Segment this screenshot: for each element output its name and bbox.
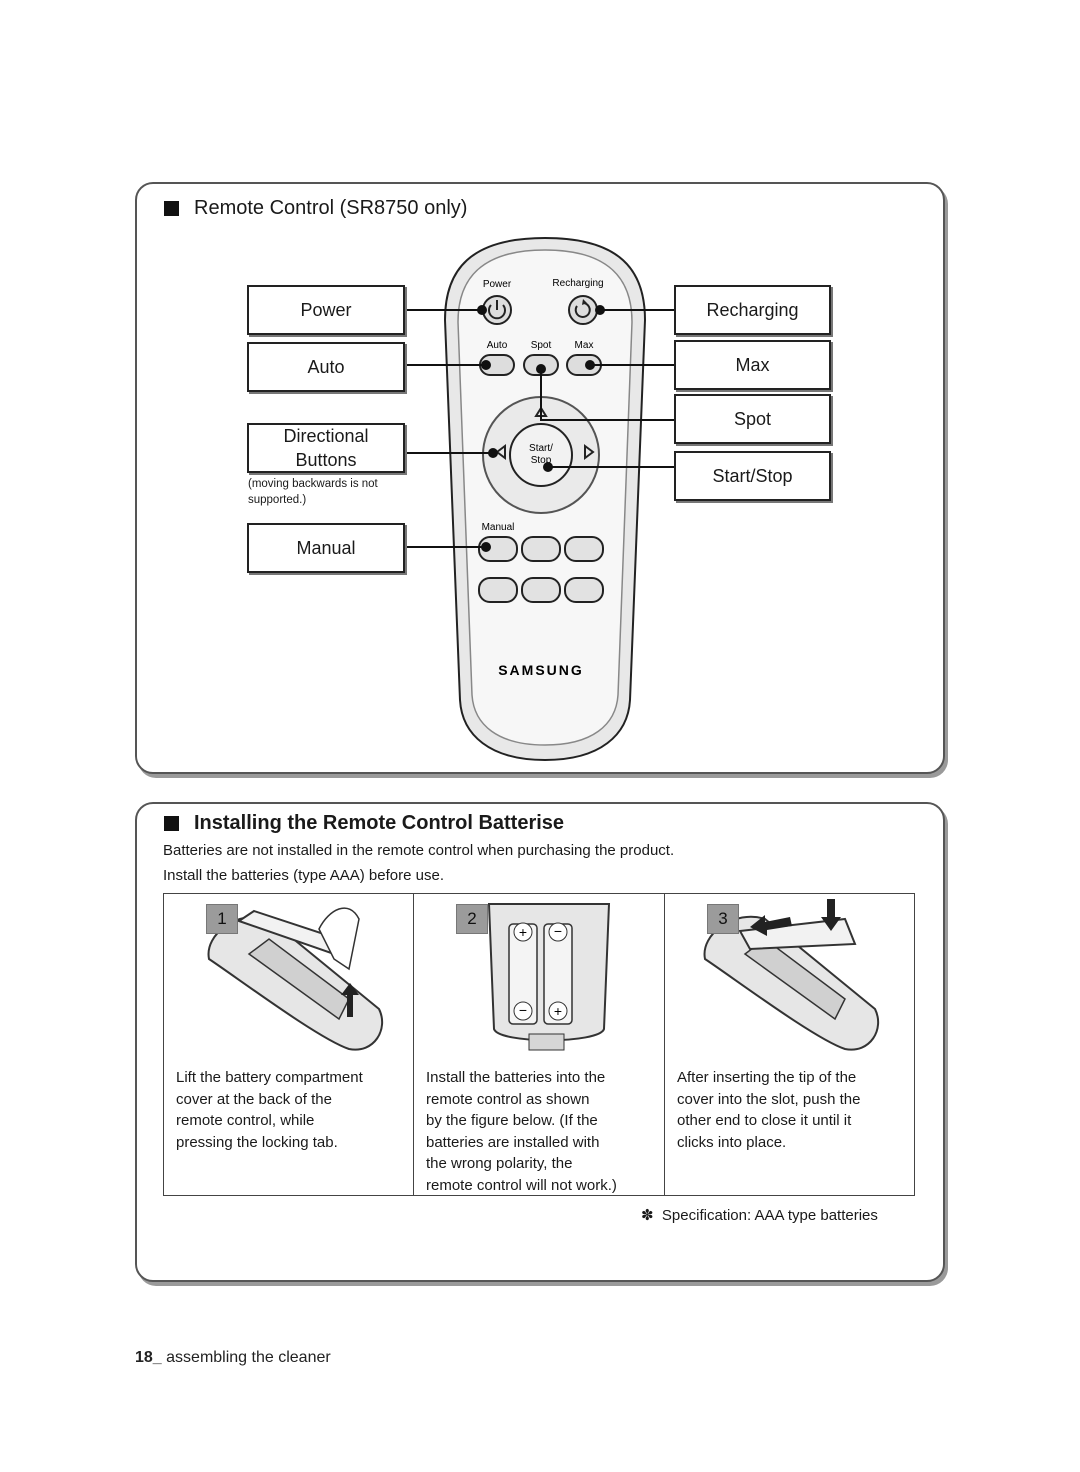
step-3-number: 3	[707, 904, 739, 934]
step-2-cell: + − − + 2 Install the batteries into the…	[414, 894, 665, 1195]
remote-text-power: Power	[483, 279, 512, 290]
spec-symbol-icon: ✽	[641, 1207, 654, 1224]
step-2-number: 2	[456, 904, 488, 934]
spec-text: Specification: AAA type batteries	[661, 1207, 878, 1224]
remote-text-stop: Stop	[531, 455, 552, 466]
bullet-square-icon	[164, 201, 179, 216]
label-spot: Spot	[674, 394, 831, 444]
spec-note: ✽ Specification: AAA type batteries	[641, 1206, 878, 1224]
svg-text:−: −	[554, 923, 562, 939]
step-3-cell: 3 After inserting the tip of the cover i…	[665, 894, 914, 1195]
step-2-illustration: + − − +	[487, 903, 611, 1051]
intro-line-1: Batteries are not installed in the remot…	[163, 842, 675, 859]
step-2-text: Install the batteries into the remote co…	[426, 1069, 617, 1194]
bullet-square-icon	[164, 816, 179, 831]
directional-note: (moving backwards is not supported.)	[248, 478, 378, 506]
remote-brand-logo: SAMSUNG	[498, 662, 584, 678]
label-manual: Manual	[247, 523, 405, 573]
label-directional-line2: Buttons	[295, 450, 357, 470]
page-footer: 18_ assembling the cleaner	[135, 1349, 331, 1367]
remote-text-manual: Manual	[482, 522, 515, 533]
svg-text:−: −	[519, 1002, 527, 1018]
label-auto: Auto	[247, 342, 405, 392]
step-3-text: After inserting the tip of the cover int…	[677, 1069, 861, 1151]
label-directional-line1: Directional	[283, 426, 369, 446]
step-3-illustration	[703, 899, 880, 1051]
battery-install-title: Installing the Remote Control Batterise	[164, 812, 564, 835]
label-max: Max	[674, 340, 831, 390]
svg-text:+: +	[519, 924, 527, 940]
remote-control-title: Remote Control (SR8750 only)	[164, 197, 467, 220]
label-recharging: Recharging	[674, 285, 831, 335]
remote-text-max: Max	[575, 340, 594, 351]
step-1-text: Lift the battery compartment cover at th…	[176, 1069, 363, 1151]
svg-text:+: +	[554, 1003, 562, 1019]
remote-text-auto: Auto	[487, 340, 508, 351]
remote-text-start: Start/	[529, 443, 553, 454]
step-1-cell: 1 Lift the battery compartment cover at …	[164, 894, 414, 1195]
intro-line-2: Install the batteries (type AAA) before …	[163, 867, 444, 884]
remote-text-recharging: Recharging	[552, 278, 603, 289]
label-power: Power	[247, 285, 405, 335]
step-1-illustration	[207, 907, 384, 1051]
step-1-number: 1	[206, 904, 238, 934]
steps-table: 1 Lift the battery compartment cover at …	[163, 893, 915, 1196]
footer-section-name: assembling the cleaner	[161, 1349, 331, 1366]
label-start-stop: Start/Stop	[674, 451, 831, 501]
remote-text-spot: Spot	[531, 340, 552, 351]
remote-control-illustration: Power Recharging Auto Spot Max Start/ St…	[405, 236, 674, 762]
page-number: 18_	[135, 1349, 162, 1366]
